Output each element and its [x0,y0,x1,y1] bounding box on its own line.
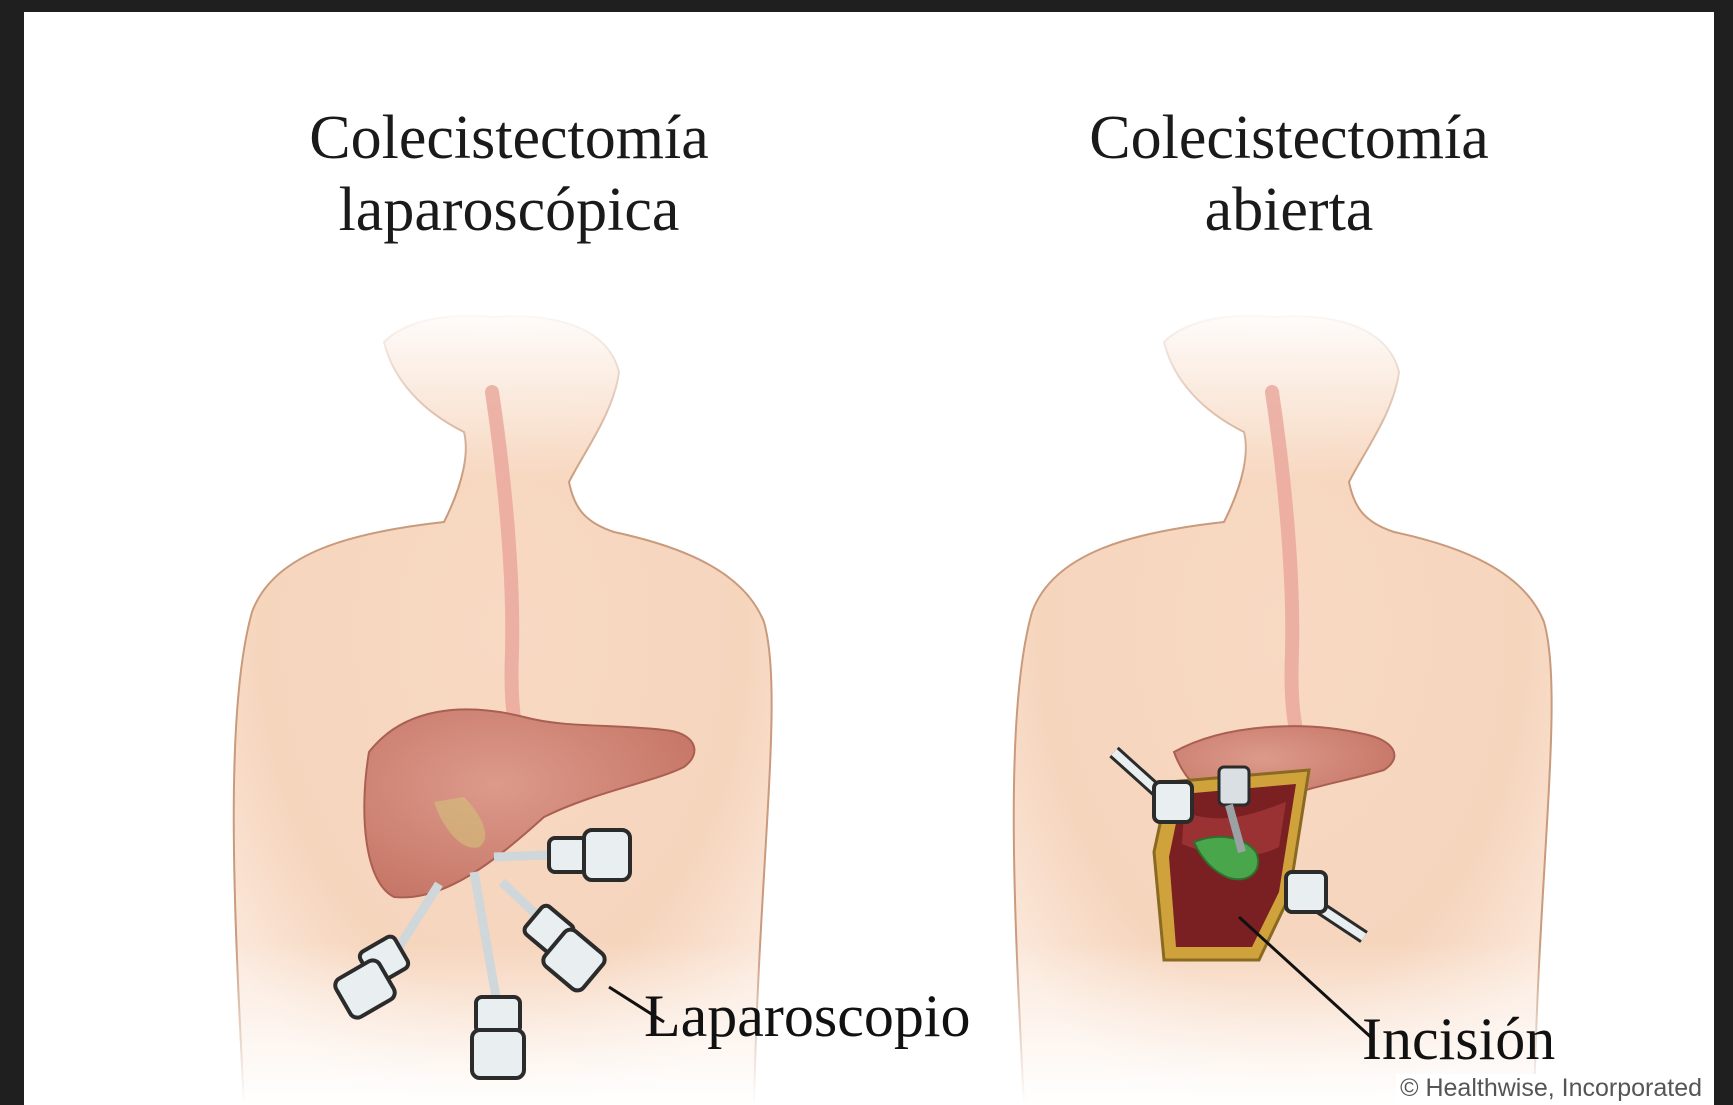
laparoscope-label: Laparoscopio [644,984,971,1048]
laparoscopic-title-line2: laparoscópica [204,174,814,246]
right-torso [984,302,1584,1105]
laparoscopic-title-line1: Colecistectomía [204,102,814,174]
copyright-credit: © Healthwise, Incorporated [1396,1074,1706,1103]
incision-label: Incisión [1362,1007,1555,1071]
open-title-line1: Colecistectomía [984,102,1594,174]
laparoscopic-title: Colecistectomía laparoscópica [204,102,814,246]
open-title-line2: abierta [984,174,1594,246]
open-title: Colecistectomía abierta [984,102,1594,246]
illustration-panel: Colecistectomía laparoscópica Colecistec… [24,12,1714,1105]
